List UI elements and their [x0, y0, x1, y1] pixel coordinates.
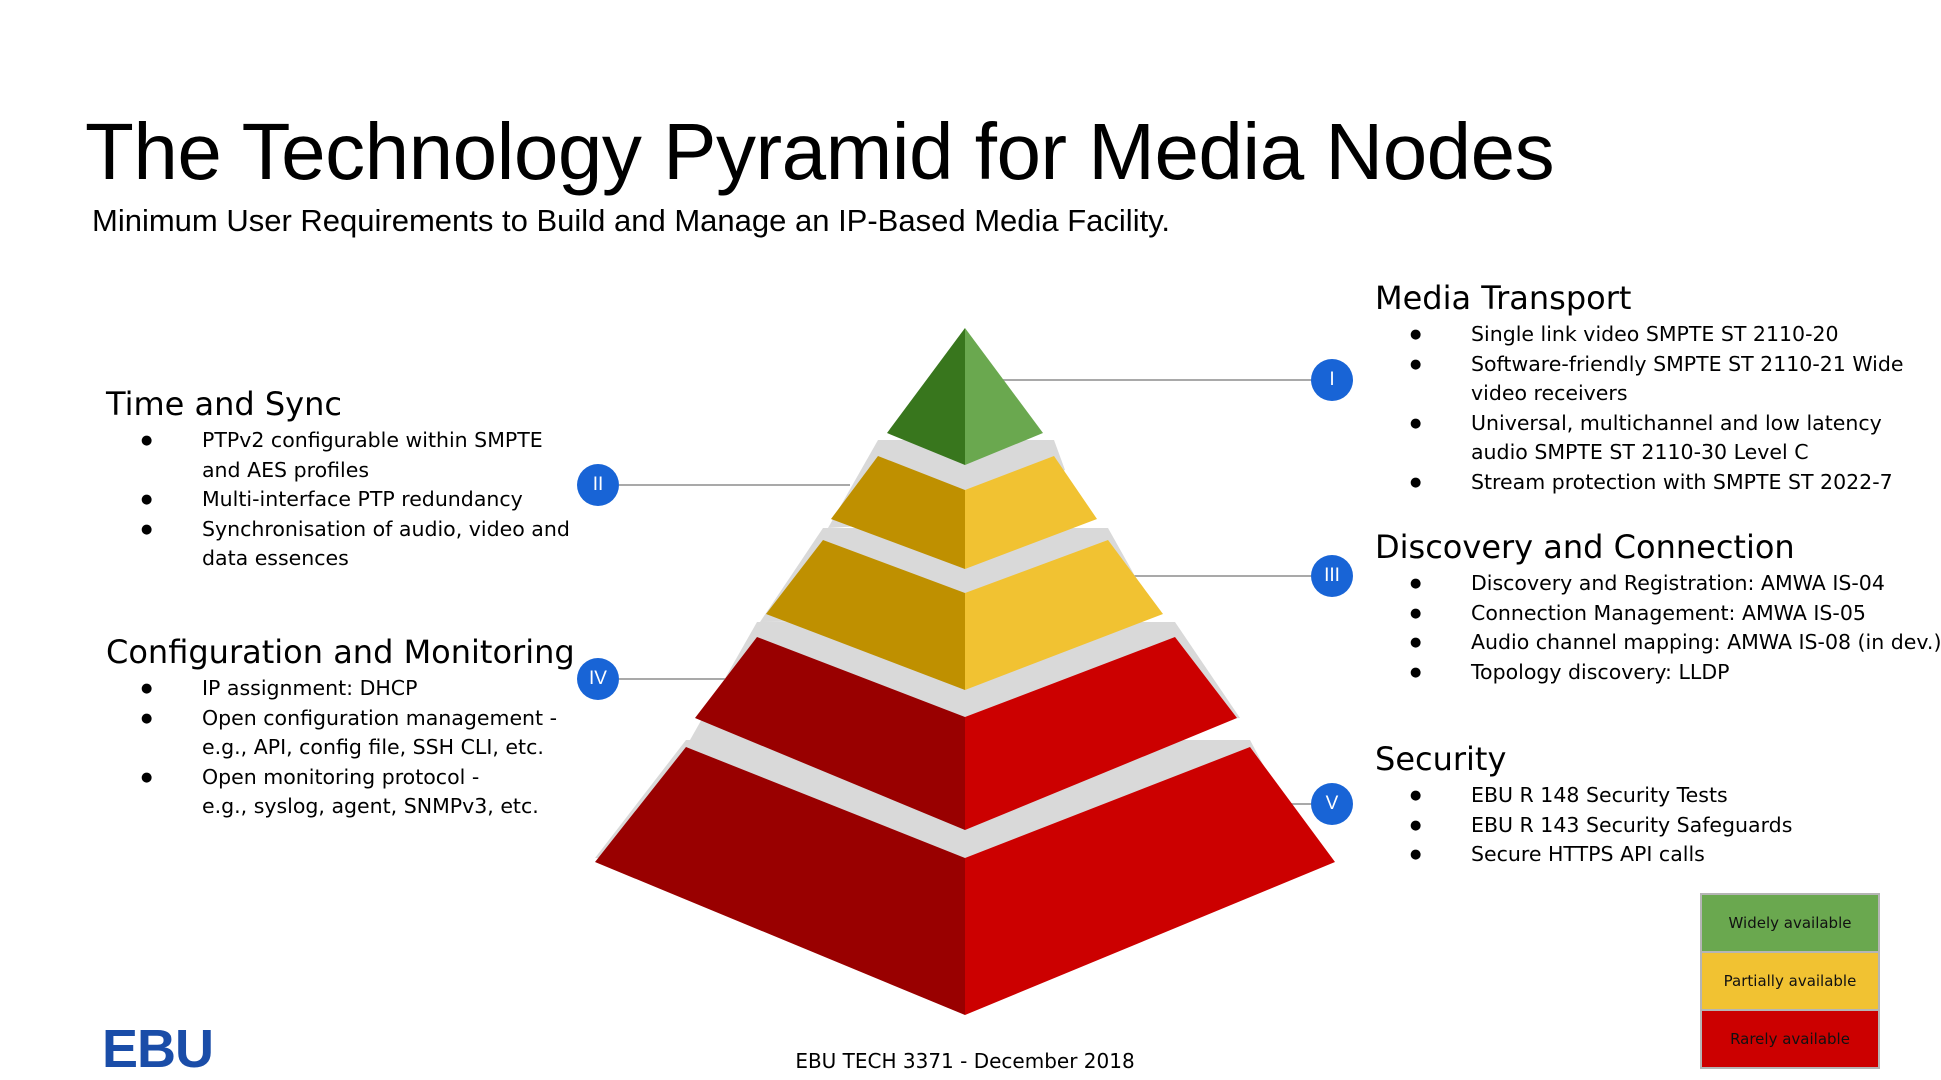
bullet-text: video receivers: [1471, 381, 1628, 405]
pyramid-tier-1: [887, 328, 1043, 465]
bullet-list: IP assignment: DHCP Open configuration ma…: [106, 674, 575, 822]
bullet-text: Software-friendly SMPTE ST 2110-21 Wide: [1471, 351, 1904, 376]
bullet-item: IP assignment: DHCP: [106, 674, 575, 704]
section-heading: Media Transport: [1375, 279, 1632, 317]
section-time-and-sync: Time and Sync PTPv2 configurable within …: [106, 384, 570, 574]
bullet-text: IP assignment: DHCP: [202, 676, 418, 700]
bullet-item: EBU R 148 Security Tests: [1375, 781, 1792, 811]
bullet-text: Synchronisation of audio, video and: [202, 516, 570, 541]
slide-subtitle: Minimum User Requirements to Build and M…: [92, 203, 1171, 238]
bullet-text: Discovery and Registration: AMWA IS-04: [1471, 571, 1885, 595]
bullet-list: EBU R 148 Security TestsEBU R 143 Securi…: [1375, 781, 1792, 870]
bullet-item: Topology discovery: LLDP: [1375, 658, 1941, 688]
bullet-item: Audio channel mapping: AMWA IS-08 (in de…: [1375, 628, 1941, 658]
bullet-item: Secure HTTPS API calls: [1375, 840, 1792, 870]
bullet-list: PTPv2 configurable within SMPTE and AES p…: [106, 426, 570, 574]
connector-lines: [619, 379, 1311, 805]
section-configuration-and-monitoring: Configuration and Monitoring IP assignme…: [106, 632, 575, 822]
availability-legend: Widely available Partially available Rar…: [1700, 893, 1880, 1069]
legend-rarely-available: Rarely available: [1702, 1009, 1878, 1067]
bullet-text: and AES profiles: [202, 457, 370, 482]
tier-badge-iii: III: [1311, 555, 1353, 597]
bullet-text: Audio channel mapping: AMWA IS-08 (in de…: [1471, 630, 1941, 654]
bullet-item: Open configuration management - e.g., API…: [106, 704, 575, 763]
tier-badge-i: I: [1311, 359, 1353, 401]
section-heading: Time and Sync: [106, 385, 342, 423]
legend-partially-available: Partially available: [1702, 951, 1878, 1009]
bullet-text: Open configuration management -: [202, 705, 558, 730]
bullet-item: PTPv2 configurable within SMPTE and AES p…: [106, 426, 570, 485]
bullet-item: Multi-interface PTP redundancy: [106, 485, 570, 515]
section-heading: Security: [1375, 740, 1507, 778]
tier-badge-v: V: [1311, 783, 1353, 825]
bullet-text: e.g., API, config file, SSH CLI, etc.: [202, 735, 544, 759]
bullet-text: Topology discovery: LLDP: [1471, 659, 1730, 684]
bullet-text: audio SMPTE ST 2110-30 Level C: [1471, 440, 1809, 464]
bullet-text: Single link video SMPTE ST 2110-20: [1471, 322, 1839, 346]
ebu-logo: EBU: [102, 1019, 214, 1079]
section-discovery-and-connection: Discovery and Connection Discovery and R…: [1375, 527, 1941, 687]
bullet-item: EBU R 143 Security Safeguards: [1375, 811, 1792, 841]
bullet-text: Open monitoring protocol -: [202, 764, 480, 789]
bullet-item: Synchronisation of audio, video and data …: [106, 515, 570, 574]
bullet-text: PTPv2 configurable within SMPTE: [202, 428, 543, 452]
bullet-text: e.g., syslog, agent, SNMPv3, etc.: [202, 794, 539, 818]
section-media-transport: Media Transport Single link video SMPTE …: [1375, 278, 1903, 497]
bullet-item: Discovery and Registration: AMWA IS-04: [1375, 569, 1941, 599]
bullet-text: Connection Management: AMWA IS-05: [1471, 600, 1866, 625]
pyramid-tier-3: [760, 528, 1163, 690]
section-heading: Configuration and Monitoring: [106, 633, 575, 671]
pyramid-tier-2: [828, 440, 1097, 569]
legend-widely-available: Widely available: [1702, 895, 1878, 951]
bullet-list: Single link video SMPTE ST 2110-20Softwa…: [1375, 320, 1903, 497]
bullet-item: Universal, multichannel and low latency a…: [1375, 409, 1903, 468]
bullet-item: Open monitoring protocol - e.g., syslog, …: [106, 763, 575, 822]
bullet-text: data essences: [202, 546, 349, 570]
bullet-item: Stream protection with SMPTE ST 2022-7: [1375, 468, 1903, 498]
tier-badge-iv: IV: [577, 658, 619, 700]
bullet-item: Software-friendly SMPTE ST 2110-21 Wide v…: [1375, 350, 1903, 409]
footer-reference: EBU TECH 3371 - December 2018: [795, 1049, 1135, 1073]
bullet-text: Stream protection with SMPTE ST 2022-7: [1471, 469, 1893, 494]
bullet-list: Discovery and Registration: AMWA IS-04Co…: [1375, 569, 1941, 687]
bullet-item: Single link video SMPTE ST 2110-20: [1375, 320, 1903, 350]
bullet-text: EBU R 148 Security Tests: [1471, 783, 1728, 807]
bullet-text: Secure HTTPS API calls: [1471, 842, 1705, 866]
slide-title: The Technology Pyramid for Media Nodes: [85, 107, 1555, 196]
tier-badge-ii: II: [577, 464, 619, 506]
section-security: Security EBU R 148 Security TestsEBU R 1…: [1375, 739, 1792, 870]
bullet-item: Connection Management: AMWA IS-05: [1375, 599, 1941, 629]
bullet-text: Universal, multichannel and low latency: [1471, 410, 1882, 435]
bullet-text: Multi-interface PTP redundancy: [202, 487, 523, 511]
bullet-text: EBU R 143 Security Safeguards: [1471, 812, 1793, 837]
section-heading: Discovery and Connection: [1375, 528, 1795, 566]
